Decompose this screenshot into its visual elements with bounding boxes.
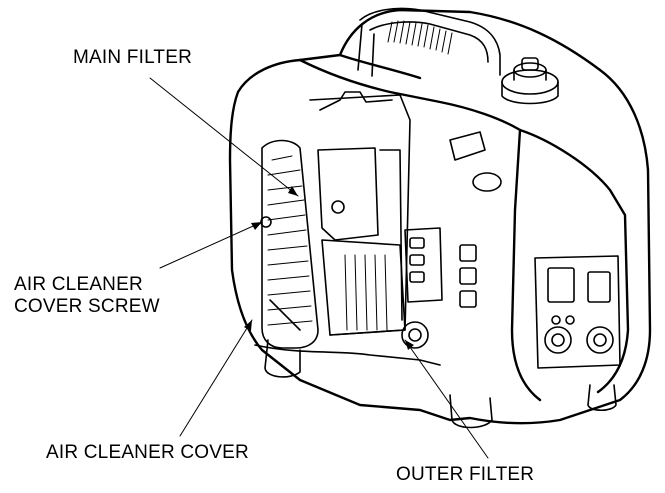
control-panel [534,255,621,369]
air-cleaner-cover-part [260,139,319,349]
carry-handle [357,7,501,77]
main-filter-label: MAIN FILTER [73,47,193,68]
feet [264,339,617,429]
leader-lines [149,77,489,459]
fuel-cap [501,57,559,105]
side-vents [404,131,502,308]
cover-screw-leader [159,221,263,269]
air-cleaner-cover-screw-label: AIR CLEANER COVER SCREW [14,274,160,318]
outer-filter-leader [404,339,489,459]
cover-screw-label-line1: AIR CLEANER [14,274,143,295]
air-cleaner-cover-label: AIR CLEANER COVER [46,442,249,463]
cover-screw-label-line2: COVER SCREW [14,296,160,317]
outer-filter-label: OUTER FILTER [396,464,535,485]
outer-filter-part [401,321,429,349]
engine-internals [254,91,441,366]
main-filter-leader [149,77,299,197]
cover-leader [179,319,253,437]
leader-arrowheads [244,186,414,350]
